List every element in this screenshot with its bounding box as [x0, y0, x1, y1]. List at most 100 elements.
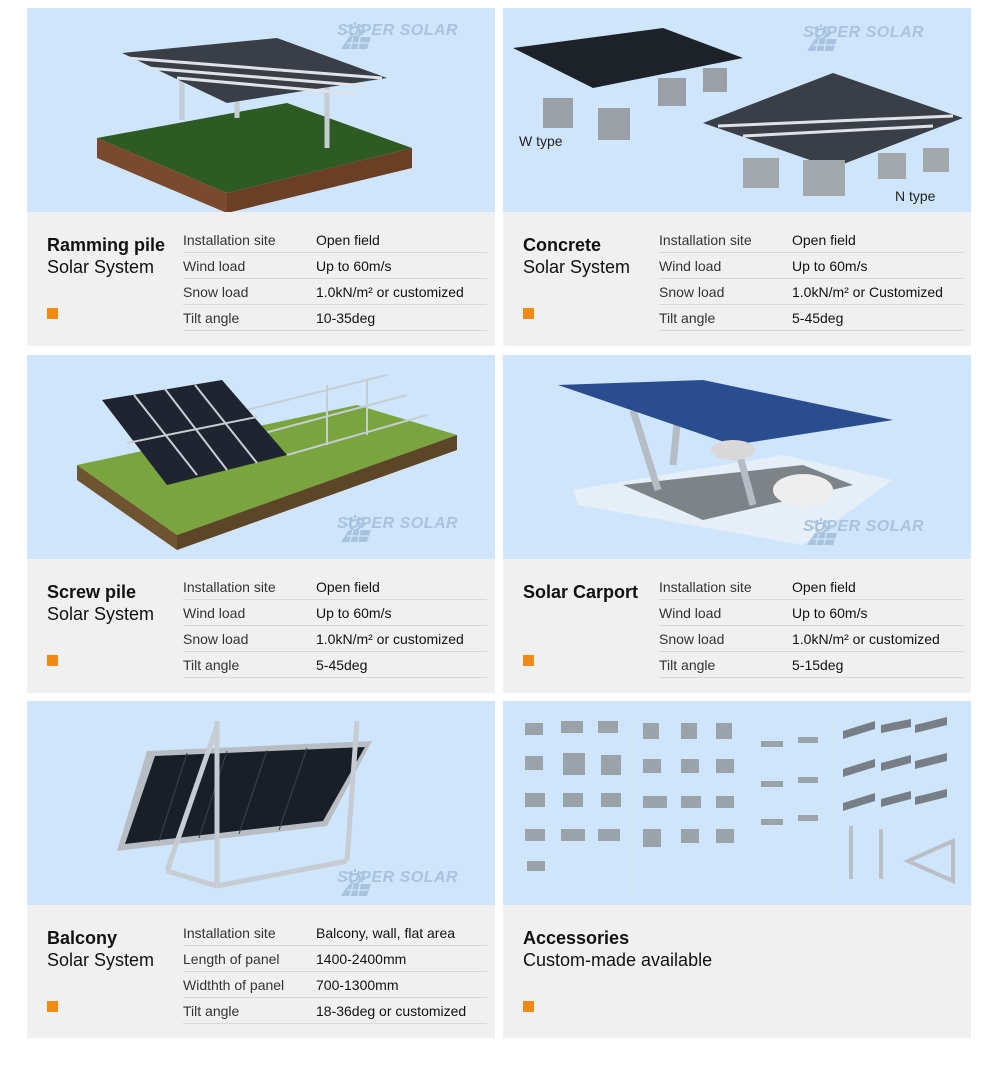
- card-title: Accessories Custom-made available: [523, 927, 713, 971]
- super-solar-watermark: SUPER SOLAR: [803, 518, 924, 546]
- spec-value: Open field: [316, 232, 380, 248]
- spec-row: Wind load Up to 60m/s: [659, 601, 963, 626]
- title-bold: Solar Carport: [523, 582, 639, 602]
- spec-value: 5-45deg: [792, 310, 844, 326]
- concrete-image: W type N type SUPER SOLAR: [503, 8, 971, 212]
- title-bold: Concrete: [523, 235, 602, 255]
- spec-value: Open field: [316, 579, 380, 595]
- spec-row: Installation site Open field: [183, 228, 487, 253]
- title-sub: Solar System: [47, 950, 155, 970]
- spec-value: Up to 60m/s: [792, 605, 868, 621]
- spec-table: Installation site Balcony, wall, flat are…: [183, 921, 487, 1025]
- spec-value: 700-1300mm: [316, 977, 399, 993]
- card-accessories: Accessories Custom-made available: [503, 701, 971, 1038]
- spec-value: 1400-2400mm: [316, 951, 407, 967]
- title-bold: Screw pile: [47, 582, 137, 602]
- orange-square-marker: [523, 308, 534, 319]
- carport-image: SUPER SOLAR: [503, 355, 971, 559]
- spec-row: Installation site Open field: [659, 228, 963, 253]
- orange-square-marker: [47, 1001, 58, 1012]
- spec-row: Tilt angle 18-36deg or customized: [183, 999, 487, 1024]
- spec-key: Wind load: [659, 605, 722, 621]
- card-screw-pile: SUPER SOLAR Screw pile Solar System Inst…: [27, 355, 495, 693]
- spec-value: 1.0kN/m² or Customized: [792, 284, 943, 300]
- card-concrete: W type N type SUPER SOLAR Concrete Solar…: [503, 8, 971, 346]
- card-title: Screw pile Solar System: [47, 581, 187, 625]
- concrete-illustration: [513, 28, 963, 196]
- spec-key: Tilt angle: [183, 310, 240, 326]
- spec-value: 1.0kN/m² or customized: [316, 284, 464, 300]
- title-sub: Custom-made available: [523, 950, 713, 970]
- spec-value: 5-15deg: [792, 657, 844, 673]
- card-title: Concrete Solar System: [523, 234, 663, 278]
- card-ramming-pile: SUPER SOLAR Ramming pile Solar System In…: [27, 8, 495, 346]
- card-solar-carport: SUPER SOLAR Solar Carport Installation s…: [503, 355, 971, 693]
- spec-row: Widthth of panel 700-1300mm: [183, 973, 487, 998]
- spec-value: Up to 60m/s: [316, 258, 392, 274]
- card-title: Solar Carport: [523, 581, 663, 603]
- accessories-image: [503, 701, 971, 905]
- spec-key: Wind load: [183, 258, 246, 274]
- spec-key: Widthth of panel: [183, 977, 285, 993]
- w-type-label: W type: [519, 133, 563, 149]
- title-sub: Solar System: [47, 257, 155, 277]
- spec-key: Tilt angle: [183, 1003, 240, 1019]
- spec-key: Snow load: [659, 631, 725, 647]
- spec-value: 10-35deg: [316, 310, 376, 326]
- spec-key: Installation site: [183, 925, 276, 941]
- super-solar-watermark: SUPER SOLAR: [337, 869, 458, 897]
- super-solar-watermark: SUPER SOLAR: [803, 24, 924, 52]
- spec-value: Open field: [792, 232, 856, 248]
- sun-logo-icon: [806, 24, 838, 52]
- spec-table: Installation site Open field Wind load Up …: [183, 228, 487, 332]
- spec-key: Tilt angle: [659, 657, 716, 673]
- n-type-label: N type: [895, 188, 936, 204]
- sun-logo-icon: [340, 515, 372, 543]
- spec-row: Tilt angle 5-45deg: [659, 306, 963, 331]
- sun-logo-icon: [340, 22, 372, 50]
- title-sub: Solar System: [523, 257, 631, 277]
- spec-value: 18-36deg or customized: [316, 1003, 467, 1019]
- spec-row: Tilt angle 10-35deg: [183, 306, 487, 331]
- sun-logo-icon: [806, 518, 838, 546]
- spec-row: Tilt angle 5-45deg: [183, 653, 487, 678]
- spec-key: Tilt angle: [183, 657, 240, 673]
- spec-key: Snow load: [183, 631, 249, 647]
- card-title: Balcony Solar System: [47, 927, 187, 971]
- carport-illustration: [558, 380, 893, 545]
- balcony-image: SUPER SOLAR: [27, 701, 495, 905]
- spec-key: Length of panel: [183, 951, 280, 967]
- screw-pile-illustration: [77, 374, 457, 550]
- card-title: Ramming pile Solar System: [47, 234, 187, 278]
- spec-key: Installation site: [183, 232, 276, 248]
- spec-key: Wind load: [183, 605, 246, 621]
- spec-value: 1.0kN/m² or customized: [316, 631, 464, 647]
- sun-logo-icon: [340, 869, 372, 897]
- title-bold: Accessories: [523, 928, 630, 948]
- title-sub: Solar System: [47, 604, 155, 624]
- balcony-illustration: [117, 720, 372, 889]
- orange-square-marker: [523, 655, 534, 666]
- spec-key: Tilt angle: [659, 310, 716, 326]
- title-bold: Ramming pile: [47, 235, 166, 255]
- spec-value: Open field: [792, 579, 856, 595]
- spec-key: Installation site: [659, 232, 752, 248]
- spec-key: Wind load: [659, 258, 722, 274]
- card-balcony: SUPER SOLAR Balcony Solar System Install…: [27, 701, 495, 1038]
- spec-value: Balcony, wall, flat area: [316, 925, 456, 941]
- spec-row: Snow load 1.0kN/m² or customized: [183, 627, 487, 652]
- spec-row: Length of panel 1400-2400mm: [183, 947, 487, 972]
- spec-value: 5-45deg: [316, 657, 368, 673]
- ramming-pile-illustration: [97, 38, 412, 212]
- super-solar-watermark: SUPER SOLAR: [337, 22, 458, 50]
